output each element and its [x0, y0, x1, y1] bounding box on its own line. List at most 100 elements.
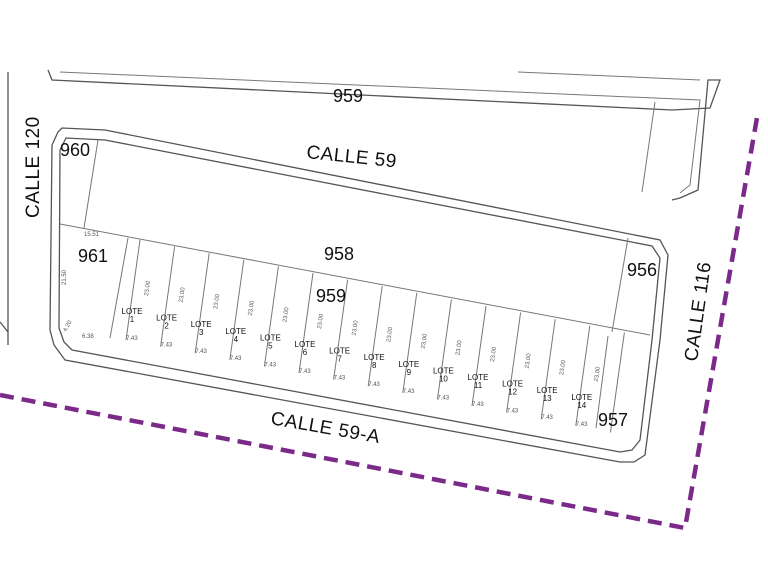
street-label-calle-59a: CALLE 59-A — [269, 408, 382, 448]
lot-divider-lines — [125, 239, 625, 433]
lot-depth-dimension: 23.00 — [213, 293, 221, 309]
lot-labels: LOTE123.007.43LOTE223.007.43LOTE323.007.… — [122, 280, 602, 428]
lot-label-number: 12 — [508, 388, 517, 397]
street-label-calle-120: CALLE 120 — [23, 116, 44, 218]
lot-label-title: LOTE — [156, 314, 177, 323]
left-partial-corner — [0, 321, 9, 333]
lot-boundary-line — [471, 305, 487, 407]
lot-depth-dimension: 23.00 — [386, 326, 394, 342]
lot-label-number: 3 — [199, 328, 204, 337]
lot-front-dimension: 7.43 — [507, 409, 519, 415]
lot-label-number: 4 — [234, 335, 239, 344]
lot-label-title: LOTE — [537, 386, 558, 395]
lot-depth-dimension: 23.00 — [559, 359, 567, 375]
street-label-calle-116: CALLE 116 — [681, 260, 716, 362]
block-958-bottom-line — [59, 223, 651, 336]
lot-boundary-line — [263, 266, 279, 367]
lot-front-dimension: 7.43 — [576, 422, 588, 428]
lot-front-dimension: 7.43 — [403, 389, 415, 395]
lot-boundary-line — [298, 272, 314, 374]
lot-label-number: 1 — [130, 315, 135, 324]
main-block-outer-outline — [49, 127, 669, 463]
lot-front-dimension: 7.43 — [437, 395, 449, 401]
lot-label-title: LOTE — [329, 347, 350, 356]
block-960-divider — [83, 139, 99, 229]
lot-front-dimension: 7.43 — [334, 376, 346, 382]
lot-depth-dimension: 23.00 — [455, 339, 463, 355]
lot-boundary-line — [540, 319, 556, 420]
block-number-959-inner: 959 — [316, 286, 346, 306]
dimension-corner-top: 15.51 — [84, 232, 100, 238]
lot-depth-dimension: 23.00 — [144, 280, 152, 296]
lot-depth-dimension: 23.00 — [490, 346, 498, 362]
lot-label-title: LOTE — [225, 327, 246, 336]
block-956-divider — [611, 237, 629, 333]
lot-label-number: 10 — [439, 374, 448, 383]
lot-front-dimension: 7.43 — [195, 349, 207, 355]
block-number-961: 961 — [78, 246, 108, 266]
lot-depth-dimension: 23.00 — [352, 320, 360, 336]
lot-front-dimension: 7.43 — [161, 343, 173, 349]
lot-label-title: LOTE — [364, 353, 385, 362]
lot-label-number: 13 — [543, 394, 552, 403]
block-number-956: 956 — [627, 260, 657, 280]
block-number-958: 958 — [324, 244, 354, 264]
dimension-bottom-left: 6.38 — [82, 334, 94, 340]
block-959-top-outline — [47, 69, 721, 201]
lot-label-number: 9 — [407, 368, 412, 377]
street-label-calle-59: CALLE 59 — [305, 142, 397, 172]
block-959-inner-edge — [59, 71, 701, 194]
lot-front-dimension: 7.43 — [541, 415, 553, 421]
lot-depth-dimension: 23.00 — [594, 366, 602, 382]
lot-label-number: 2 — [164, 322, 169, 331]
lot-depth-dimension: 23.00 — [179, 287, 187, 303]
lot-label-title: LOTE — [468, 373, 489, 382]
lot-label-number: 6 — [303, 348, 308, 357]
lot-label-title: LOTE — [191, 320, 212, 329]
block-number-960: 960 — [60, 140, 90, 160]
lot-label-number: 14 — [577, 401, 586, 410]
lot-front-dimension: 7.43 — [126, 336, 138, 342]
lot-depth-dimension: 23.00 — [282, 306, 290, 322]
lot-boundary-line — [506, 312, 522, 413]
lot-front-dimension: 7.43 — [368, 382, 380, 388]
lot-label-title: LOTE — [571, 393, 592, 402]
dimension-left-side: 21.50 — [62, 269, 68, 285]
lot-boundary-line — [575, 325, 591, 426]
property-boundary-dashed — [0, 111, 761, 531]
lot-label-title: LOTE — [260, 333, 281, 342]
lot-label-title: LOTE — [502, 380, 523, 389]
block-number-959-top: 959 — [333, 86, 363, 106]
lot-front-dimension: 7.43 — [230, 356, 242, 362]
lot-label-title: LOTE — [433, 366, 454, 375]
lot-depth-dimension: 23.00 — [421, 333, 429, 349]
lot-depth-dimension: 23.00 — [525, 353, 533, 369]
lot-label-title: LOTE — [398, 360, 419, 369]
dimension-corner-diag: 4.20 — [63, 319, 74, 333]
block-957-divider — [595, 335, 609, 429]
lot-depth-dimension: 23.00 — [248, 300, 256, 316]
block-number-957: 957 — [598, 410, 628, 430]
lot-boundary-line — [402, 292, 418, 393]
lot-front-dimension: 7.43 — [264, 362, 276, 368]
lot-label-number: 5 — [268, 341, 273, 350]
block-959-lot-line — [641, 101, 656, 193]
lot-front-dimension: 7.43 — [472, 402, 484, 408]
lot-label-title: LOTE — [122, 307, 143, 316]
lot-front-dimension: 7.43 — [299, 369, 311, 375]
lot-boundary-line — [609, 332, 625, 433]
lot-label-number: 8 — [372, 361, 377, 370]
block-961-divider — [109, 237, 129, 339]
lot-label-title: LOTE — [295, 340, 316, 349]
lot-boundary-line — [436, 299, 452, 400]
lot-label-number: 11 — [474, 381, 483, 390]
lot-boundary-line — [125, 239, 141, 341]
lot-boundary-line — [160, 246, 176, 347]
lot-boundary-line — [367, 286, 383, 387]
lot-depth-dimension: 23.00 — [317, 313, 325, 329]
lot-boundary-line — [229, 259, 245, 360]
lot-boundary-line — [194, 253, 210, 354]
main-block-inner-outline — [58, 137, 661, 453]
block-959-top-edge — [517, 71, 701, 81]
